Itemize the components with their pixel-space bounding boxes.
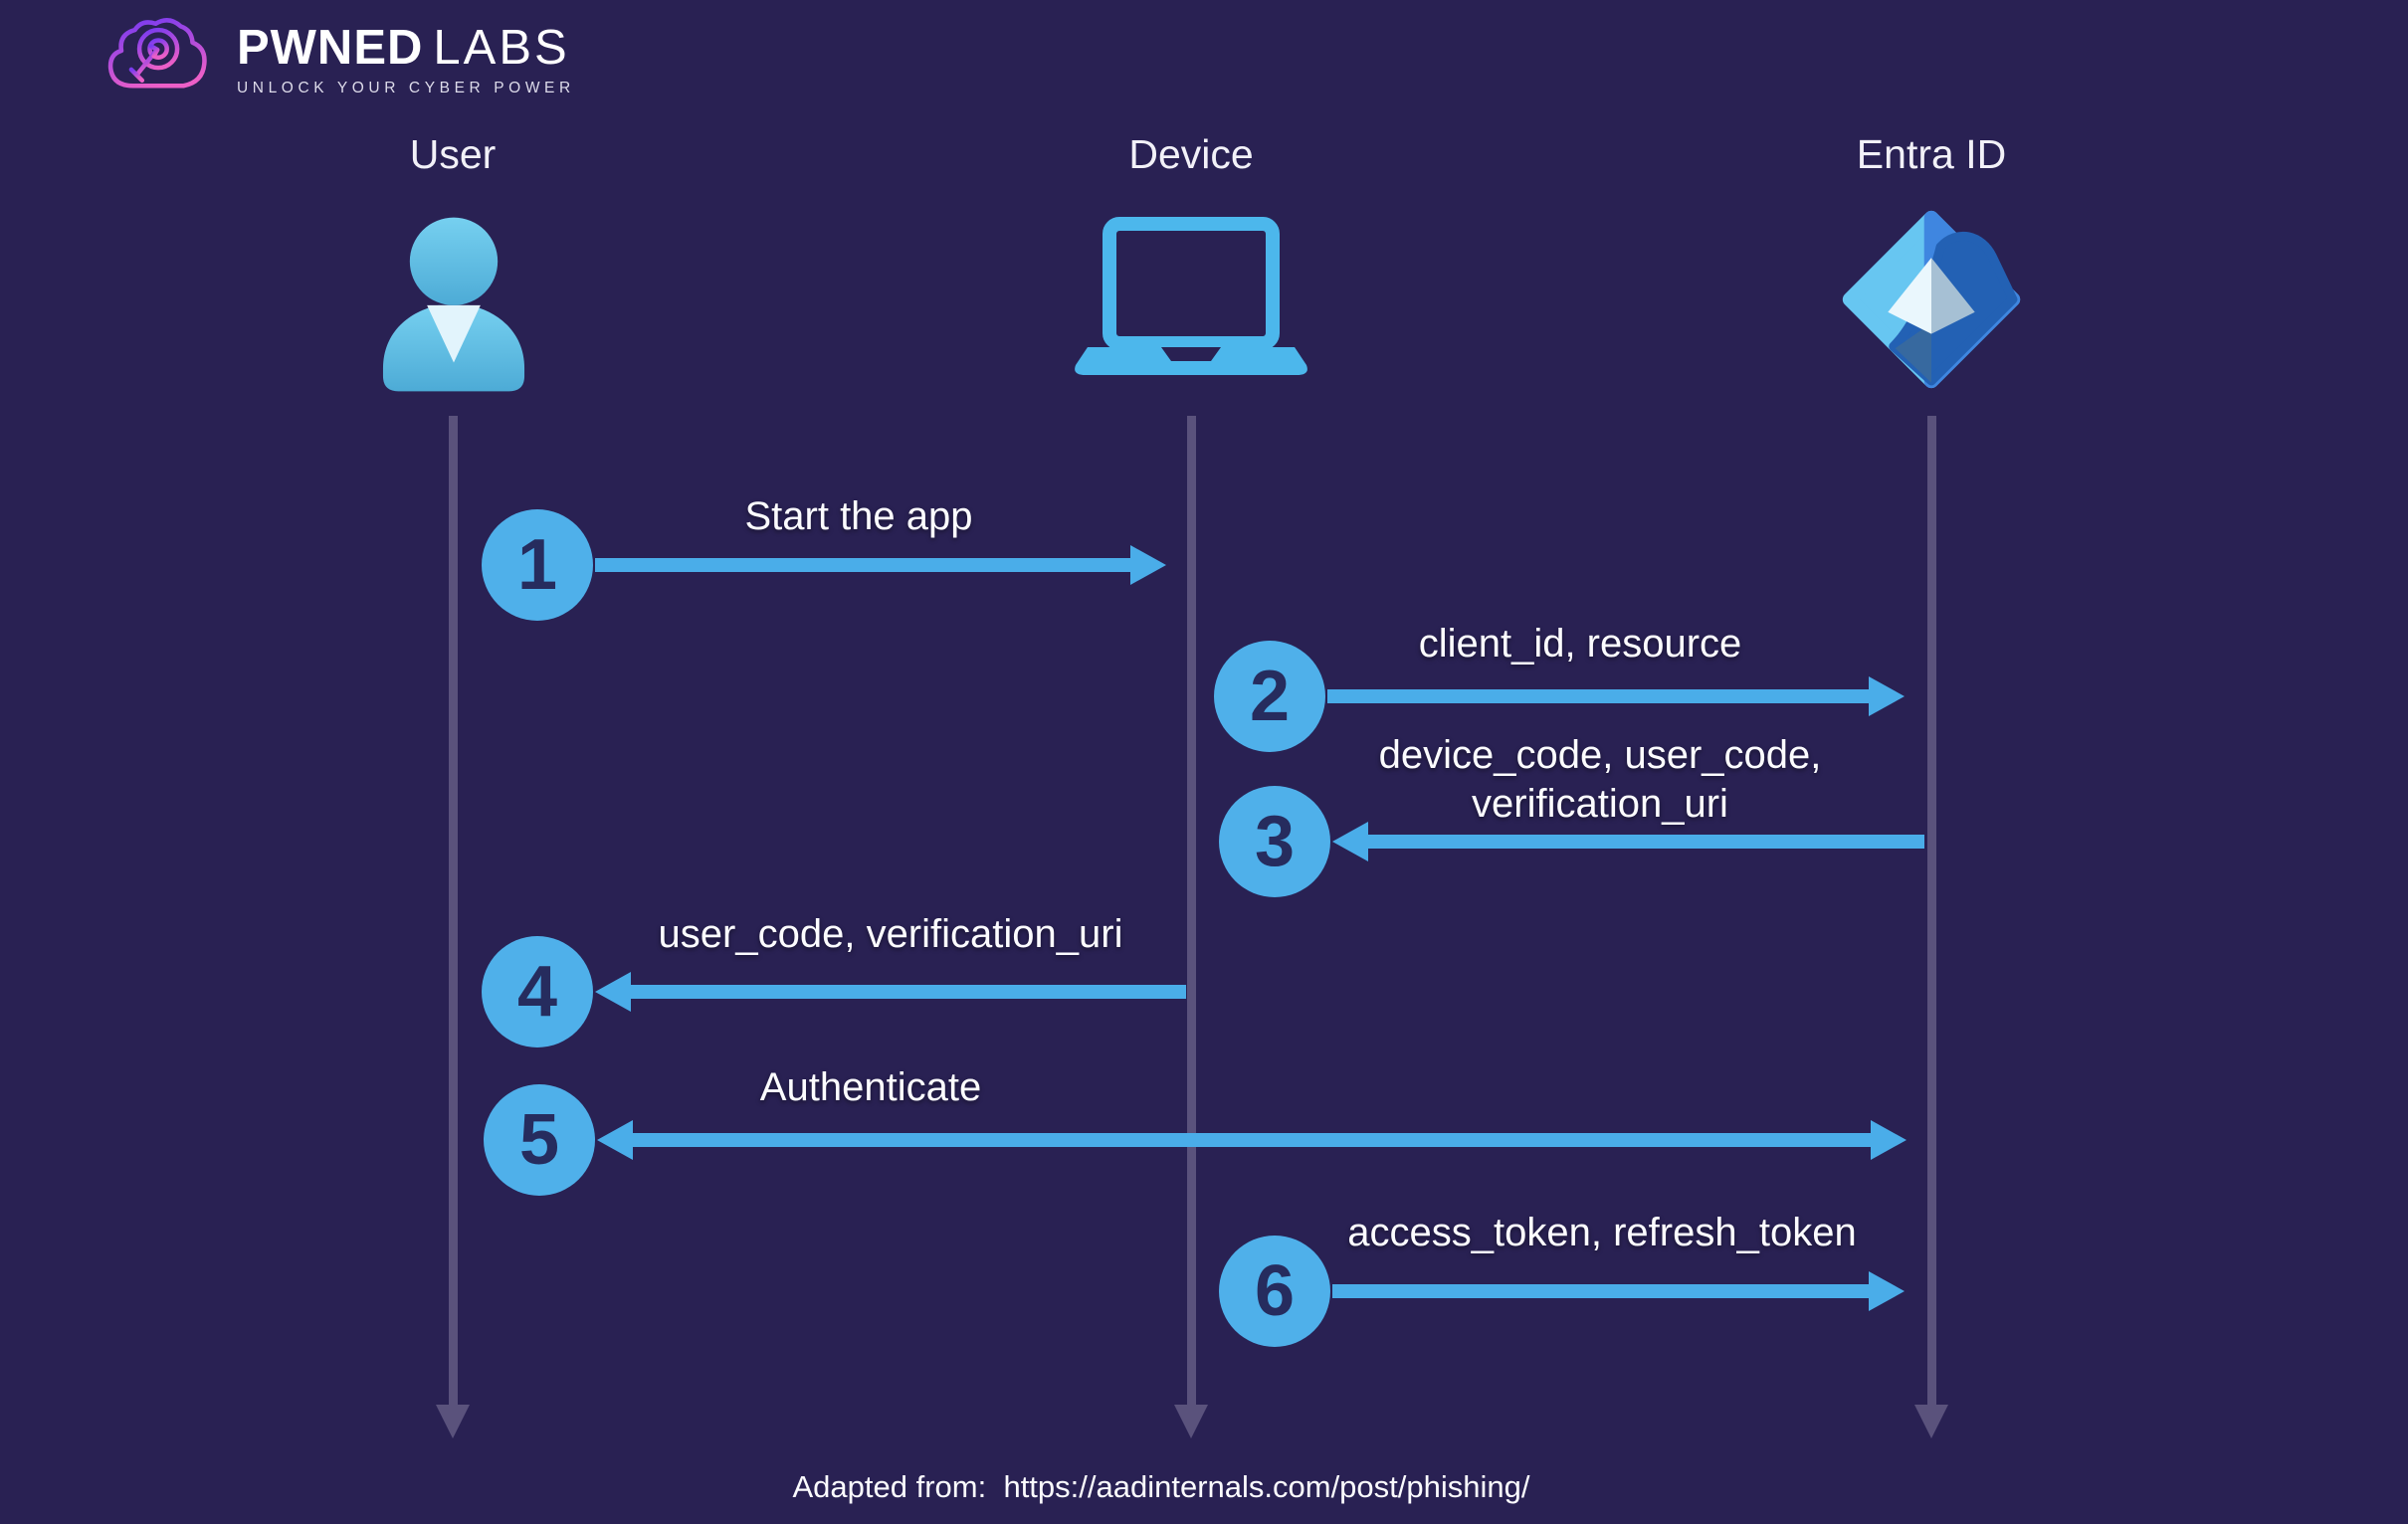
- arrowhead-right-icon: [1869, 676, 1905, 716]
- arrow-shaft: [1332, 1284, 1875, 1298]
- arrow-shaft: [1327, 689, 1875, 703]
- step-2-arrow: [1327, 676, 1905, 716]
- step-1-badge: 1: [482, 509, 593, 621]
- step-6-badge: 6: [1219, 1236, 1330, 1347]
- step-5-badge: 5: [484, 1084, 595, 1196]
- step-6-arrow: [1332, 1271, 1905, 1311]
- lifeline-user: [449, 416, 458, 1405]
- brand-bold: PWNED: [237, 21, 424, 75]
- step-3-label-line1: device_code, user_code,: [1378, 733, 1822, 777]
- lifeline-entra-id-arrowhead-icon: [1914, 1405, 1948, 1438]
- step-4-label: user_code, verification_uri: [658, 912, 1123, 956]
- attribution-text: Adapted from: https://aadinternals.com/p…: [792, 1469, 1530, 1504]
- arrowhead-right-icon: [1871, 1120, 1906, 1160]
- step-3-arrow: [1332, 822, 1924, 861]
- arrowhead-left-icon: [595, 972, 631, 1012]
- step-1-arrow: [595, 545, 1166, 585]
- entra-id-icon: [1842, 210, 2021, 389]
- actor-label-device: Device: [1128, 131, 1254, 177]
- actor-label-entra-id: Entra ID: [1856, 131, 2007, 177]
- pwned-labs-logo: PWNED LABS UNLOCK YOUR CYBER POWER: [100, 12, 575, 97]
- lifeline-entra-id: [1927, 416, 1936, 1405]
- arrowhead-right-icon: [1869, 1271, 1905, 1311]
- arrow-shaft: [627, 1133, 1877, 1147]
- brand-light: LABS: [433, 21, 570, 75]
- lifeline-user-arrowhead-icon: [436, 1405, 470, 1438]
- step-5-label: Authenticate: [759, 1065, 982, 1109]
- brand-tagline: UNLOCK YOUR CYBER POWER: [237, 80, 575, 96]
- person-icon: [382, 217, 525, 392]
- arrowhead-right-icon: [1130, 545, 1166, 585]
- brand-name: PWNED LABS: [237, 24, 575, 73]
- arrowhead-left-icon: [597, 1120, 633, 1160]
- arrow-shaft: [625, 985, 1186, 999]
- step-3-badge: 3: [1219, 786, 1330, 897]
- step-3-label: device_code, user_code, verification_uri: [1379, 731, 1822, 829]
- lifeline-device: [1187, 416, 1196, 1405]
- laptop-icon: [1075, 217, 1307, 375]
- step-5-arrow: [597, 1120, 1906, 1160]
- step-6-label: access_token, refresh_token: [1347, 1211, 1857, 1254]
- cloud-target-icon: [107, 18, 207, 89]
- step-2-label: client_id, resource: [1418, 622, 1742, 666]
- lifeline-device-arrowhead-icon: [1174, 1405, 1208, 1438]
- arrow-shaft: [595, 558, 1136, 572]
- step-3-label-line2: verification_uri: [1472, 782, 1728, 826]
- arrow-shaft: [1362, 835, 1924, 849]
- step-4-arrow: [595, 972, 1186, 1012]
- step-2-badge: 2: [1214, 641, 1325, 752]
- step-1-label: Start the app: [744, 494, 973, 538]
- actor-label-user: User: [409, 131, 497, 177]
- logo-text: PWNED LABS UNLOCK YOUR CYBER POWER: [237, 24, 575, 97]
- arrowhead-left-icon: [1332, 822, 1368, 861]
- step-4-badge: 4: [482, 936, 593, 1048]
